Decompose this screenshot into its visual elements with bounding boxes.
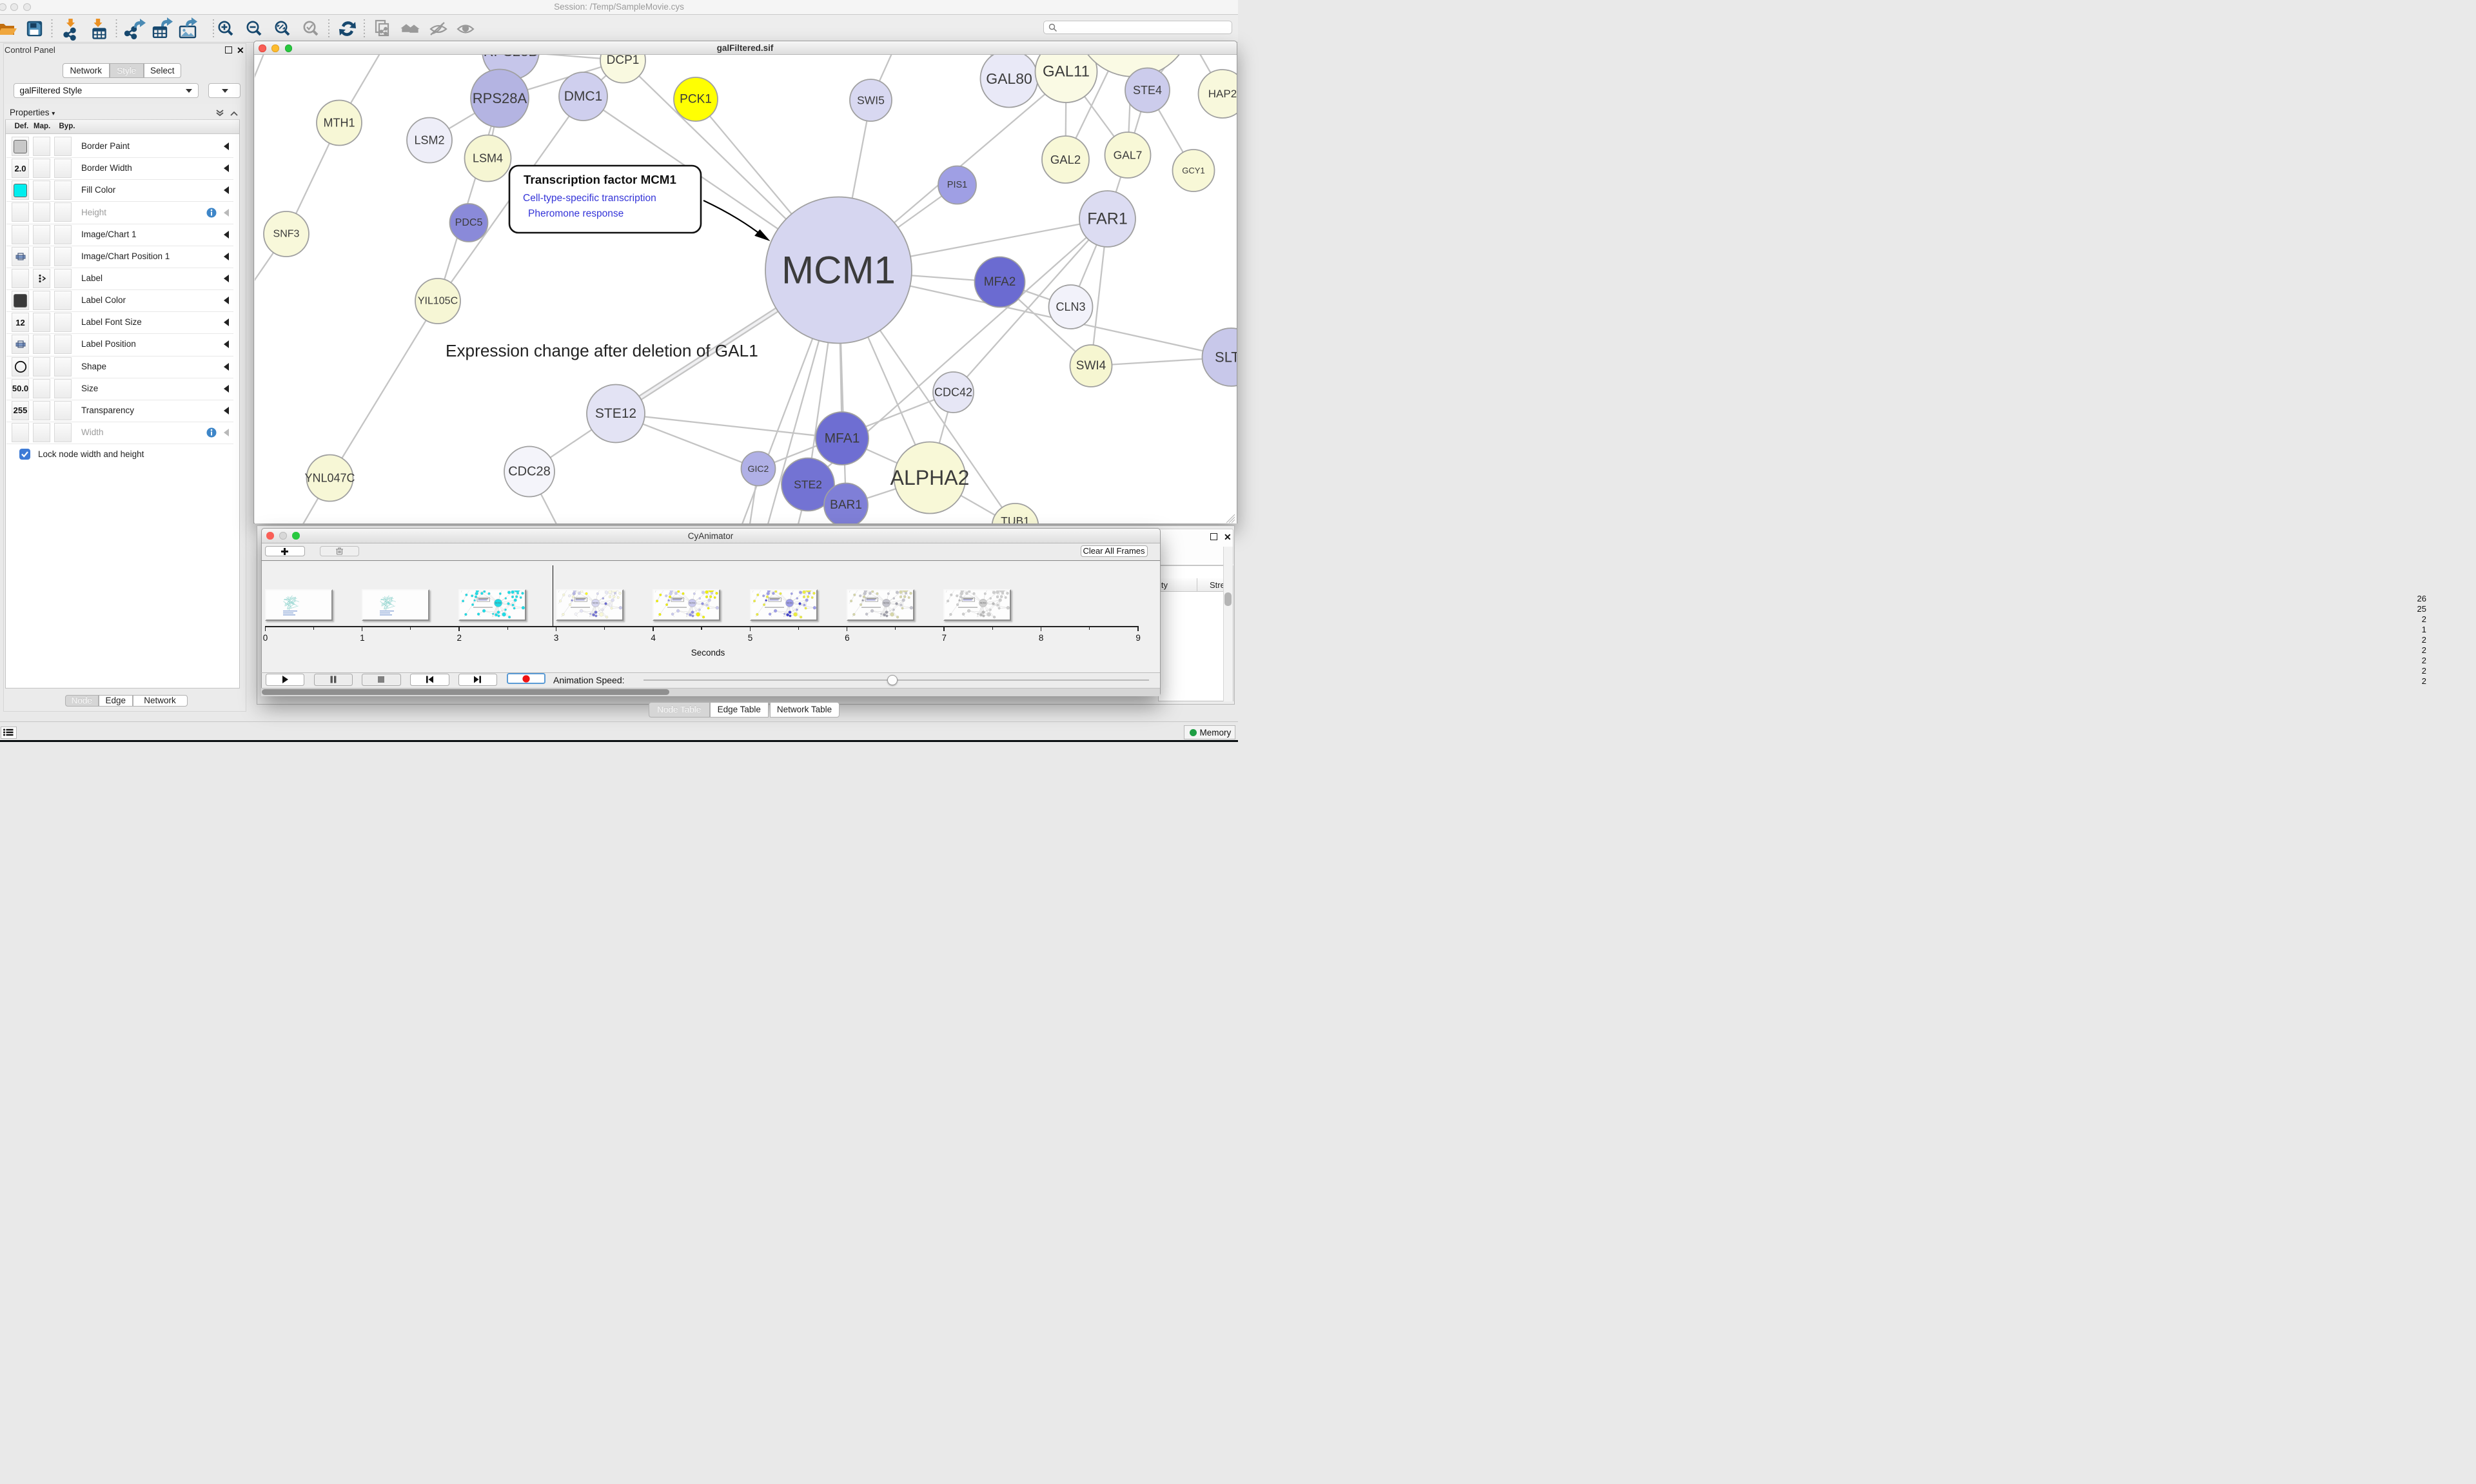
svg-text:MCM1: MCM1	[980, 602, 987, 605]
svg-text:SNF3: SNF3	[273, 229, 299, 240]
svg-text:GAL11: GAL11	[1043, 63, 1090, 81]
svg-text:GAL80: GAL80	[986, 70, 1032, 87]
svg-text:TUB1: TUB1	[1001, 514, 1030, 523]
svg-text:STE2: STE2	[794, 478, 822, 491]
svg-text:HAP2: HAP2	[1208, 88, 1236, 100]
svg-text:Transcription factor MCM1: Transcription factor MCM1	[524, 173, 676, 186]
svg-text:Cell-type-specific transcripti: Cell-type-specific transcription	[523, 193, 656, 204]
svg-text:BAR1: BAR1	[830, 498, 862, 512]
svg-text:MCM1: MCM1	[883, 602, 890, 605]
svg-text:YIL105C: YIL105C	[417, 296, 457, 307]
svg-text:Expression change after deleti: Expression change after deletion of GAL1	[446, 341, 758, 360]
svg-text:PCK1: PCK1	[680, 93, 712, 106]
svg-text:SWI5: SWI5	[857, 94, 885, 107]
svg-text:Pheromone response: Pheromone response	[528, 208, 624, 219]
svg-text:LSM2: LSM2	[414, 134, 444, 147]
svg-text:MFA2: MFA2	[983, 275, 1016, 289]
svg-text:DMC1: DMC1	[564, 89, 602, 104]
svg-text:GAL2: GAL2	[1050, 153, 1080, 166]
svg-text:YNL047C: YNL047C	[304, 472, 355, 485]
svg-text:STE4: STE4	[1132, 84, 1161, 97]
svg-text:SLT2: SLT2	[1215, 349, 1237, 366]
svg-text:MFA1: MFA1	[824, 431, 860, 446]
svg-text:MCM1: MCM1	[689, 602, 696, 605]
svg-text:GCY1: GCY1	[1182, 166, 1204, 175]
svg-text:ALPHA2: ALPHA2	[890, 466, 969, 489]
svg-text:RPS28A: RPS28A	[472, 90, 527, 106]
svg-text:GAL7: GAL7	[1113, 149, 1142, 162]
svg-text:MCM1: MCM1	[495, 602, 502, 605]
svg-text:DCP1: DCP1	[606, 55, 639, 67]
svg-text:FAR1: FAR1	[1087, 210, 1128, 228]
svg-text:PDC5: PDC5	[455, 217, 482, 228]
svg-text:CDC28: CDC28	[508, 465, 551, 479]
svg-text:RPS28B: RPS28B	[483, 55, 537, 59]
svg-text:CDC42: CDC42	[934, 386, 972, 399]
svg-text:GIC2: GIC2	[747, 464, 769, 474]
svg-text:MCM1: MCM1	[593, 602, 599, 605]
svg-text:MTH1: MTH1	[323, 117, 355, 130]
svg-text:MCM1: MCM1	[781, 249, 896, 292]
svg-text:STE12: STE12	[594, 406, 636, 421]
svg-text:MCM1: MCM1	[786, 602, 792, 605]
svg-text:PIS1: PIS1	[947, 180, 967, 190]
svg-text:SWI4: SWI4	[1076, 359, 1106, 373]
svg-text:LSM4: LSM4	[472, 152, 502, 165]
svg-text:CLN3: CLN3	[1056, 300, 1085, 313]
